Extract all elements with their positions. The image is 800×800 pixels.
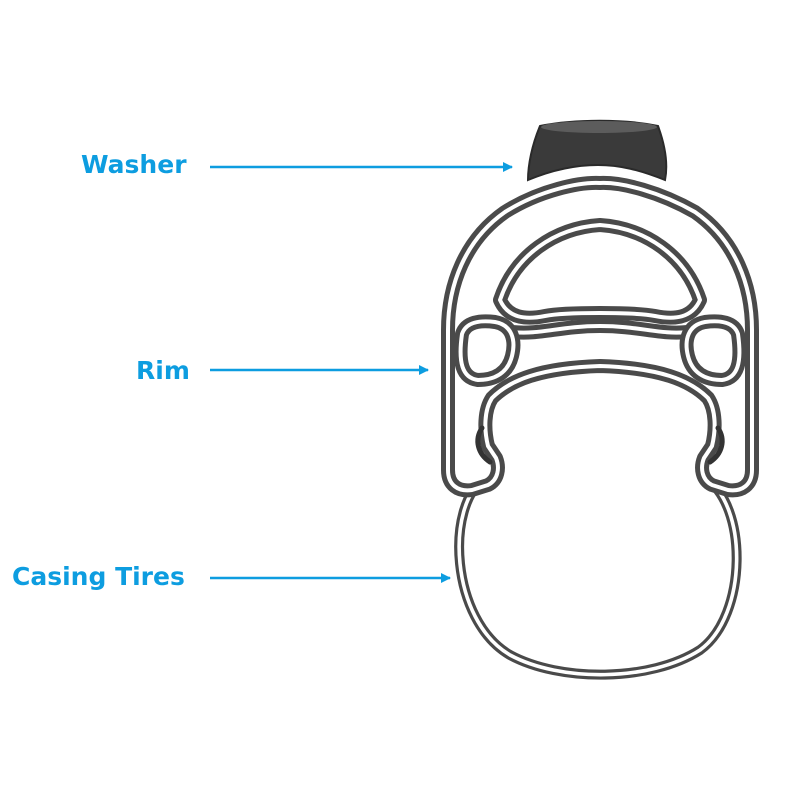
- tire-bead-shading: [475, 425, 725, 465]
- rim-label: Rim: [136, 356, 190, 385]
- washer-shape: [526, 119, 668, 182]
- rim-shape: [441, 175, 759, 498]
- washer-label: Washer: [81, 150, 187, 179]
- casing-tires-label: Casing Tires: [12, 562, 185, 591]
- casing-tire-shape: [454, 473, 742, 680]
